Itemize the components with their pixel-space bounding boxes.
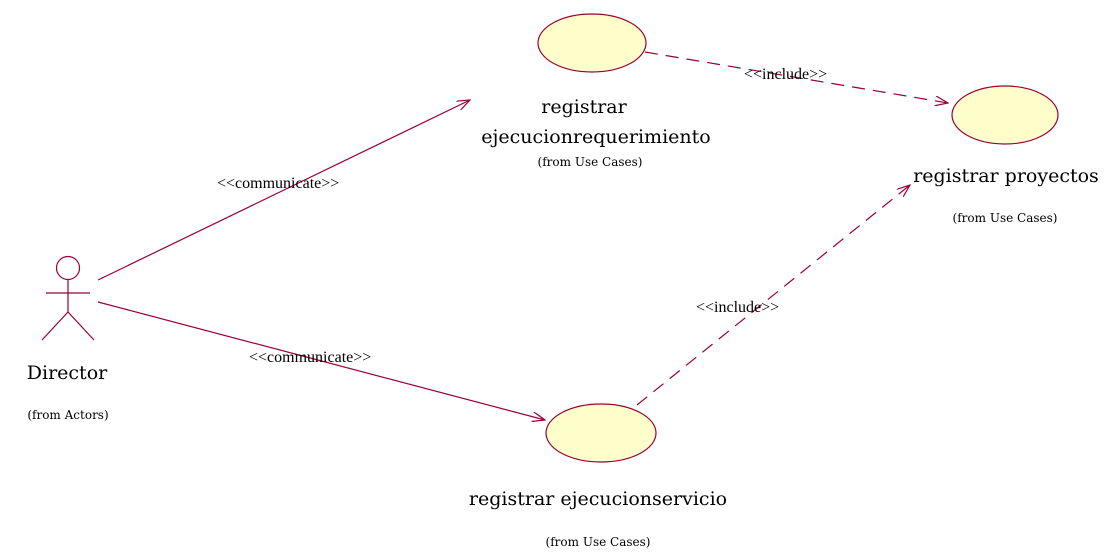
use-case-proyectos-ellipse[interactable] bbox=[951, 85, 1059, 145]
include-line-bottom[interactable] bbox=[636, 185, 910, 406]
use-case-proyectos-package: (from Use Cases) bbox=[952, 211, 1058, 225]
include-label-top: <<include>> bbox=[744, 66, 828, 83]
communicate-line-bottom[interactable] bbox=[97, 301, 545, 420]
use-case-ejecucionservicio-ellipse[interactable] bbox=[545, 403, 657, 463]
use-case-ejecucionrequerimiento-name-line1: registrar bbox=[541, 96, 627, 118]
use-case-ejecucionrequerimiento-ellipse[interactable] bbox=[537, 13, 647, 73]
communicate-label-bottom: <<communicate>> bbox=[249, 349, 372, 366]
use-case-ejecucionservicio-package: (from Use Cases) bbox=[545, 535, 651, 549]
use-case-ejecucionrequerimiento-name-line2: ejecucionrequerimiento bbox=[481, 126, 711, 148]
include-label-bottom: <<include>> bbox=[696, 299, 780, 316]
use-case-ejecucionservicio-name: registrar ejecucionservicio bbox=[468, 488, 728, 510]
use-case-proyectos-name: registrar proyectos bbox=[913, 165, 1099, 187]
actor-package: (from Actors) bbox=[27, 408, 109, 422]
communicate-label-top: <<communicate>> bbox=[217, 175, 340, 192]
use-case-ejecucionrequerimiento-package: (from Use Cases) bbox=[537, 155, 643, 169]
include-line-top[interactable] bbox=[644, 51, 948, 103]
communicate-line-top[interactable] bbox=[97, 100, 470, 281]
actor-name: Director bbox=[26, 362, 108, 384]
director-actor-icon[interactable] bbox=[41, 255, 95, 341]
